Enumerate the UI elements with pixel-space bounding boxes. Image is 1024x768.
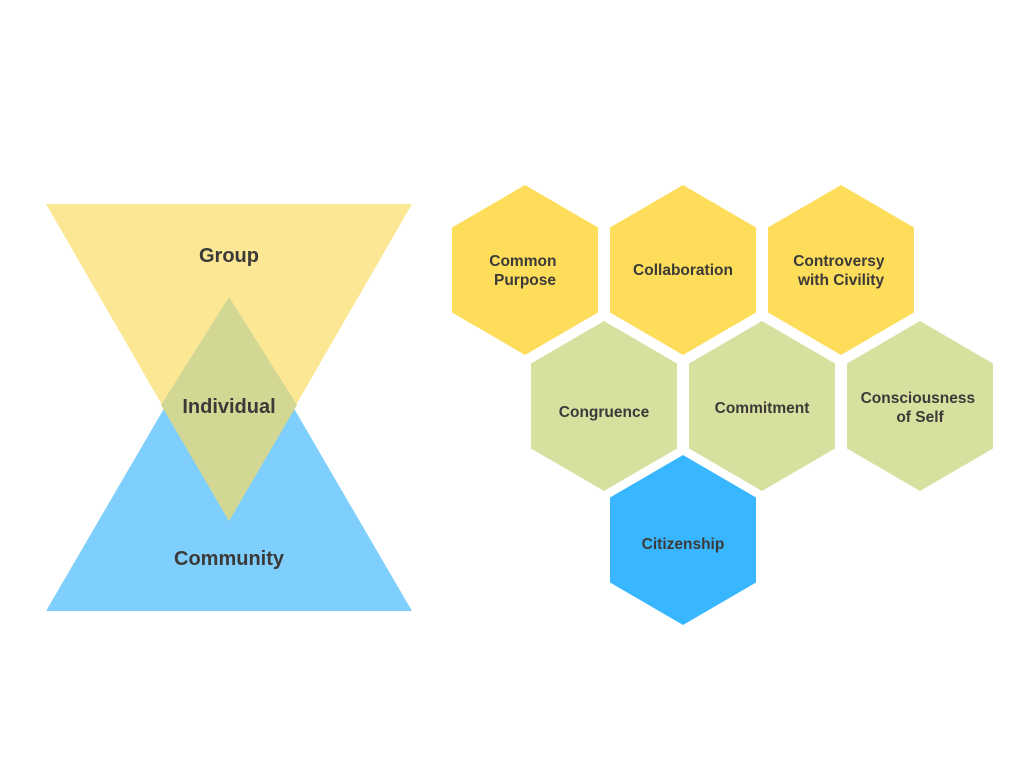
controversy-label: Controversy with Civility	[793, 253, 889, 289]
levels-diagram: Group Individual Community	[46, 204, 412, 611]
hex-commitment: Commitment	[689, 321, 835, 491]
common-purpose-label: Common Purpose	[489, 253, 560, 289]
congruence-label: Congruence	[559, 404, 650, 421]
commitment-label: Commitment	[715, 400, 810, 417]
hexagon-shape	[610, 185, 756, 355]
community-label: Community	[174, 548, 285, 570]
hexagon-shape	[610, 455, 756, 625]
hex-congruence: Congruence	[531, 321, 677, 491]
hex-common-purpose: Common Purpose	[452, 185, 598, 355]
group-label: Group	[199, 245, 259, 267]
hexagon-shape	[531, 321, 677, 491]
collaboration-label: Collaboration	[633, 262, 733, 279]
hex-collaboration: Collaboration	[610, 185, 756, 355]
hex-controversy-with-civility: Controversy with Civility	[768, 185, 914, 355]
values-hexagons: Common Purpose Collaboration Controversy…	[452, 185, 993, 625]
hex-consciousness-of-self: Consciousness of Self	[847, 321, 993, 491]
individual-label: Individual	[182, 396, 275, 418]
citizenship-label: Citizenship	[642, 536, 725, 553]
hexagon-shape	[452, 185, 598, 355]
hexagon-shape	[768, 185, 914, 355]
consciousness-label: Consciousness of Self	[861, 390, 980, 426]
individual-diamond	[161, 297, 297, 521]
hex-citizenship: Citizenship	[610, 455, 756, 625]
hexagon-shape	[689, 321, 835, 491]
hexagon-shape	[847, 321, 993, 491]
